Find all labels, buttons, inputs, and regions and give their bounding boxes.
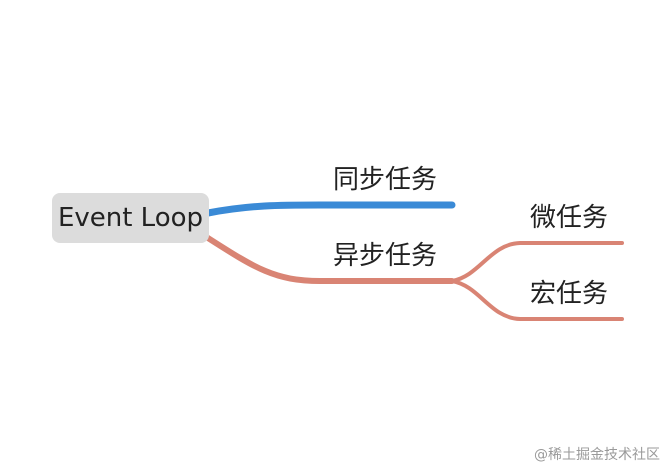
topic-macro-tasks-label: 宏任务 [530, 279, 609, 309]
topic-async-tasks[interactable]: 异步任务 [333, 243, 437, 269]
watermark: @稀土掘金技术社区 [534, 447, 660, 463]
connector-root-sync [204, 201, 456, 217]
connector-async-macro [450, 279, 624, 321]
topic-sync-tasks-label: 同步任务 [333, 165, 438, 195]
topic-macro-tasks[interactable]: 宏任务 [530, 281, 608, 307]
topic-async-tasks-label: 异步任务 [333, 241, 438, 271]
root-node-label: Event Loop [57, 203, 204, 233]
topic-micro-tasks-label: 微任务 [530, 203, 609, 233]
root-node[interactable]: Event Loop [52, 193, 209, 243]
topic-sync-tasks[interactable]: 同步任务 [333, 167, 437, 193]
connector-async-micro [450, 241, 624, 283]
connector-root-async [205, 235, 455, 284]
topic-micro-tasks[interactable]: 微任务 [530, 205, 608, 231]
